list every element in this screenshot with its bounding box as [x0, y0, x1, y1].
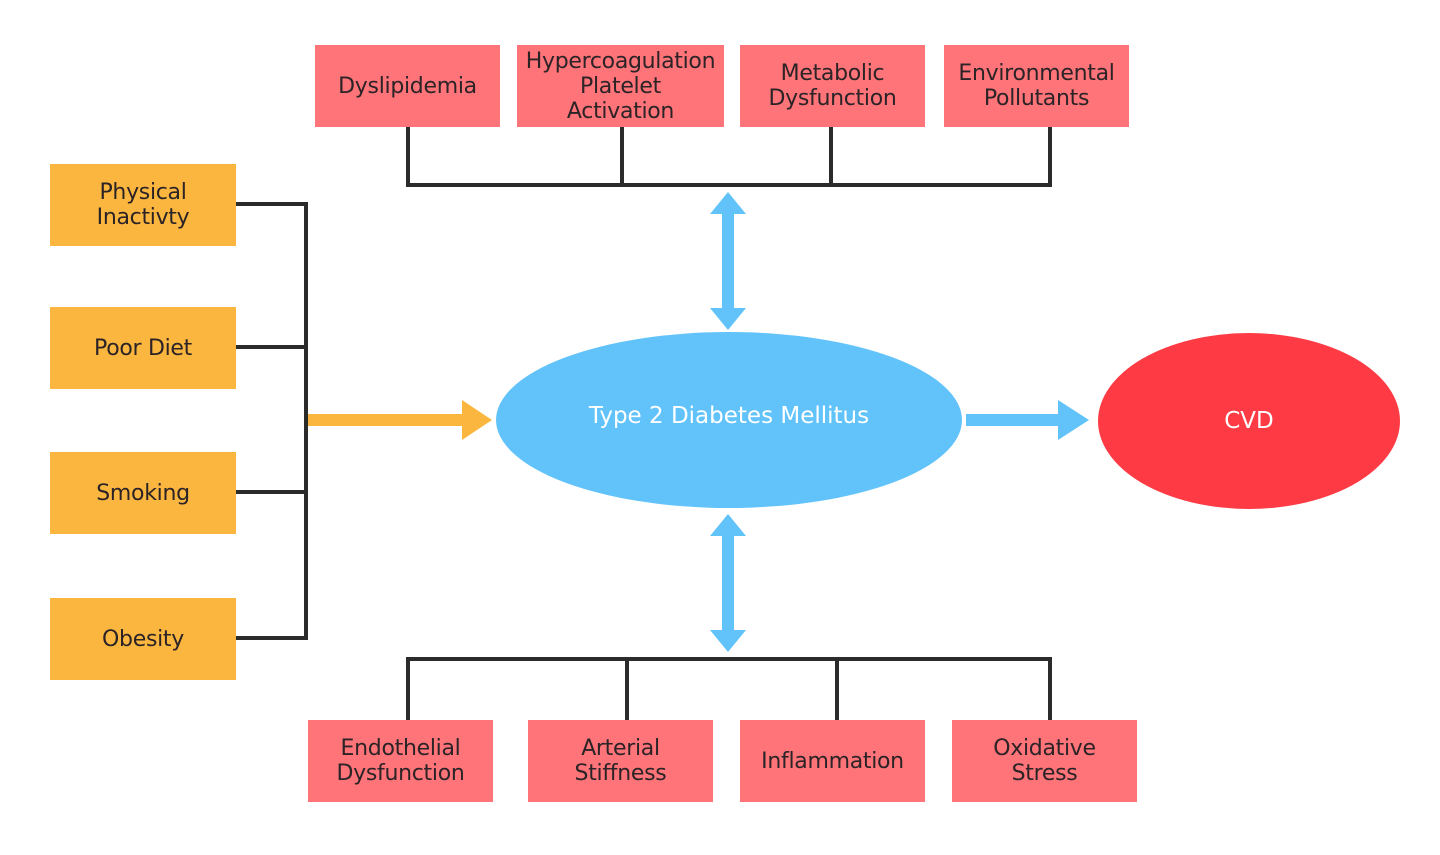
node-metabolic-dysfunction: Metabolic Dysfunction — [740, 45, 925, 127]
node-inflammation: Inflammation — [740, 720, 925, 802]
node-physical-inactivity: Physical Inactivty — [50, 164, 236, 246]
node-smoking: Smoking — [50, 452, 236, 534]
node-poor-diet: Poor Diet — [50, 307, 236, 389]
node-arterial-stiffness: Arterial Stiffness — [528, 720, 713, 802]
top-bracket-connector — [406, 126, 1052, 187]
node-endothelial-dysfunction: Endothelial Dysfunction — [308, 720, 493, 802]
node-cvd: CVD — [1098, 333, 1400, 509]
node-type2-diabetes: Type 2 Diabetes Mellitus — [496, 332, 962, 508]
node-dyslipidemia: Dyslipidemia — [315, 45, 500, 127]
bottom-bidirectional-arrow — [710, 514, 746, 652]
node-obesity: Obesity — [50, 598, 236, 680]
node-environmental-pollutants: Environmental Pollutants — [944, 45, 1129, 127]
node-hypercoagulation: Hypercoagulation Platelet Activation — [517, 45, 724, 127]
left-bracket-connector — [236, 202, 308, 640]
node-oxidative-stress: Oxidative Stress — [952, 720, 1137, 802]
risk-to-diabetes-arrow — [308, 400, 492, 440]
bottom-bracket-connector — [406, 657, 1052, 720]
diabetes-to-cvd-arrow — [966, 400, 1089, 440]
top-bidirectional-arrow — [710, 192, 746, 330]
